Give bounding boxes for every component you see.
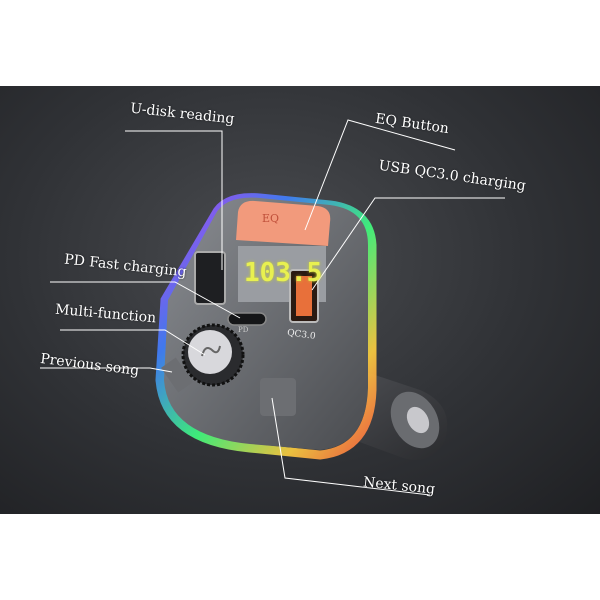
eq-label: EQ <box>262 212 280 225</box>
previous-song-button[interactable] <box>161 357 193 393</box>
pd-port <box>227 312 267 326</box>
pd-port-label: PD <box>238 326 249 334</box>
callout-lines <box>40 119 505 496</box>
next-song-button[interactable] <box>260 378 296 416</box>
eq-button[interactable] <box>236 200 331 246</box>
u-disk-port <box>194 251 226 305</box>
frequency-display: 103.5 <box>244 258 323 288</box>
